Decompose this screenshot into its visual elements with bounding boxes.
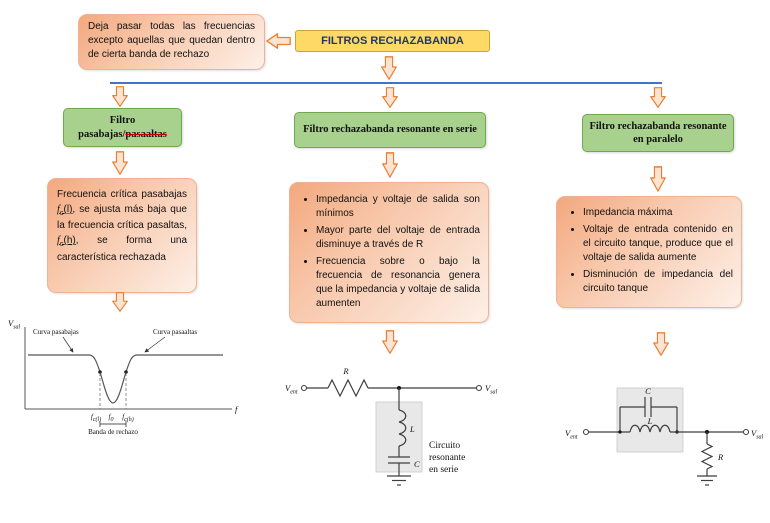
branch-left-title-line2: pasabajas/pasaaltas: [78, 128, 167, 141]
arrow-down-icon: [382, 152, 398, 178]
f-rest: (h): [63, 235, 76, 247]
series-description-box: Impedancia y voltaje de salida son mínim…: [289, 182, 489, 323]
arrow-left-icon: [266, 33, 291, 49]
input-terminal: [300, 384, 308, 392]
arrow-down-icon: [112, 292, 128, 312]
arrow-down-icon: [382, 330, 398, 354]
resonant-block-highlight: [375, 401, 423, 473]
f-symbol: f: [57, 235, 60, 247]
tank-block-highlight: [616, 387, 684, 453]
fc-low-term: fc(l): [57, 204, 73, 217]
resistor-symbol: [327, 378, 369, 398]
circuit-caption-line3: en serie: [429, 465, 458, 475]
parallel-bullet-list: Impedancia máxima Voltaje de entrada con…: [569, 206, 733, 296]
tick-fc-high: fc(h): [122, 413, 134, 423]
bullet-item: Impedancia y voltaje de salida son mínim…: [316, 193, 480, 221]
f-rest: (l): [63, 204, 73, 215]
body-text: , se forma una característica rechazada: [57, 235, 187, 263]
leader-arrow: [144, 336, 166, 353]
parallel-description-box: Impedancia máxima Voltaje de entrada con…: [556, 196, 742, 308]
heading-pre: pasabajas/: [78, 128, 126, 140]
left-description-box: Frecuencia crítica pasabajas fc(l), se a…: [47, 178, 197, 293]
bullet-item: Impedancia máxima: [583, 206, 733, 220]
band-label: Banda de rechazo: [88, 428, 138, 435]
vin-label: Vent: [285, 383, 298, 396]
inductor-symbol: [629, 424, 671, 433]
branch-series-title: Filtro rechazabanda resonante en serie: [294, 112, 486, 148]
series-bullet-list: Impedancia y voltaje de salida son mínim…: [302, 193, 480, 311]
c-label: C: [414, 459, 420, 469]
r-label: R: [342, 366, 349, 376]
x-axis-label: f: [235, 404, 239, 414]
l-label: L: [647, 416, 653, 426]
bullet-item: Frecuencia sobre o bajo la frecuencia de…: [316, 255, 480, 311]
critical-point-high: [124, 370, 128, 374]
arrow-down-icon: [650, 166, 666, 192]
arrow-down-icon: [382, 87, 398, 108]
arrow-down-icon: [112, 151, 128, 175]
output-terminal: [475, 384, 483, 392]
band-stop-response-curve: [28, 354, 223, 404]
page-title: FILTROS RECHAZABANDA: [295, 30, 490, 52]
junction-node: [618, 430, 622, 434]
body-text: , se ajusta más baja que la frecuencia c…: [57, 204, 187, 232]
r-label: R: [717, 452, 724, 462]
bullet-item: Disminución de impedancia del circuito t…: [583, 268, 733, 296]
c-label: C: [645, 386, 651, 396]
tick-f0: f0: [109, 413, 114, 423]
arrow-down-icon: [650, 87, 666, 108]
intro-text: Deja pasar todas las frecuencias excepto…: [88, 21, 255, 61]
curve-left-label: Curva pasabajas: [33, 328, 79, 336]
critical-point-low: [98, 370, 102, 374]
circuit-caption-line2: resonante: [429, 453, 465, 463]
series-resonant-circuit: Vent R Vsal L C Circuito resonante en se…: [285, 366, 498, 486]
parallel-resonant-circuit: Vent C L Vsal R: [565, 386, 764, 486]
leader-arrow: [62, 336, 74, 353]
l-label: L: [409, 424, 415, 434]
intro-box: Deja pasar todas las frecuencias excepto…: [78, 14, 265, 70]
fc-high-term: fc(h): [57, 235, 76, 249]
vin-label: Vent: [565, 428, 578, 441]
input-terminal: [582, 428, 590, 436]
f-symbol: f: [57, 204, 60, 215]
tick-fc-low: fc(l): [91, 413, 101, 423]
f-subscript: c: [59, 208, 64, 217]
y-axis-label: Vsal: [8, 318, 21, 331]
circuit-caption-line1: Circuito: [429, 441, 460, 451]
bullet-item: Voltaje de entrada contenido en el circu…: [583, 223, 733, 265]
branch-left-title-line1: Filtro: [109, 115, 136, 127]
output-terminal: [742, 428, 750, 436]
branch-parallel-title: Filtro rechazabanda resonante en paralel…: [582, 114, 734, 152]
body-text: Frecuencia crítica pasabajas: [57, 189, 187, 200]
resistor-symbol: [700, 443, 714, 470]
heading-strikethrough: pasaaltas: [125, 128, 167, 140]
curve-right-label: Curva pasaaltas: [153, 328, 197, 336]
inductor-symbol: [398, 409, 407, 447]
branch-left-title: Filtro pasabajas/pasaaltas: [63, 108, 182, 147]
bullet-item: Mayor parte del voltaje de entrada dismi…: [316, 224, 480, 252]
arrow-down-icon: [653, 332, 669, 356]
vout-label: Vsal: [485, 383, 498, 396]
arrow-down-icon: [112, 86, 128, 107]
arrow-down-icon: [381, 56, 397, 80]
f-subscript: c: [59, 239, 64, 249]
frequency-response-graph: Vsal f Curva pasabajas Curva pasaaltas f…: [8, 318, 239, 435]
vout-label: Vsal: [751, 428, 764, 441]
connector-line: [110, 82, 662, 84]
